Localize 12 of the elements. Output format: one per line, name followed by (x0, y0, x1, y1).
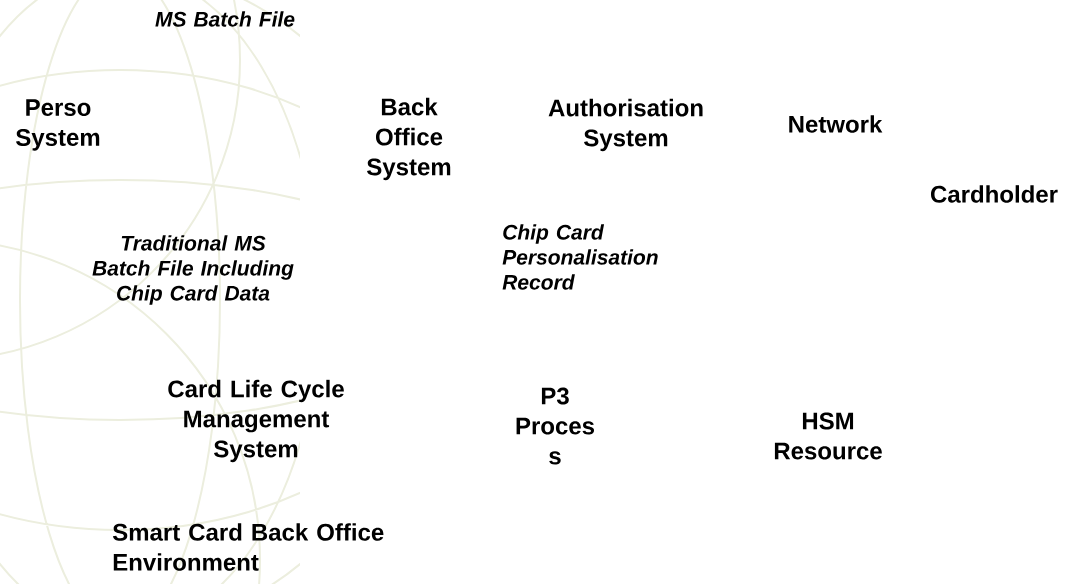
system-label: Authorisation System (548, 98, 703, 152)
data-label: MS Batch File (155, 11, 295, 27)
system-label: P3 Proces s (516, 387, 595, 465)
system-label: Perso System (16, 99, 100, 151)
system-label: Back Office System (367, 97, 451, 181)
system-label: Smart Card Back Office Environment (112, 523, 384, 571)
system-label: HSM Resource (774, 412, 882, 460)
data-label: Traditional MS Batch File Including Chip Card Data (92, 235, 294, 305)
system-label: Network (789, 115, 883, 133)
system-label: Card Life Cycle Management System (168, 379, 344, 463)
system-label: Cardholder (931, 185, 1058, 203)
data-label: Chip Card Personalisation Record (502, 224, 658, 290)
